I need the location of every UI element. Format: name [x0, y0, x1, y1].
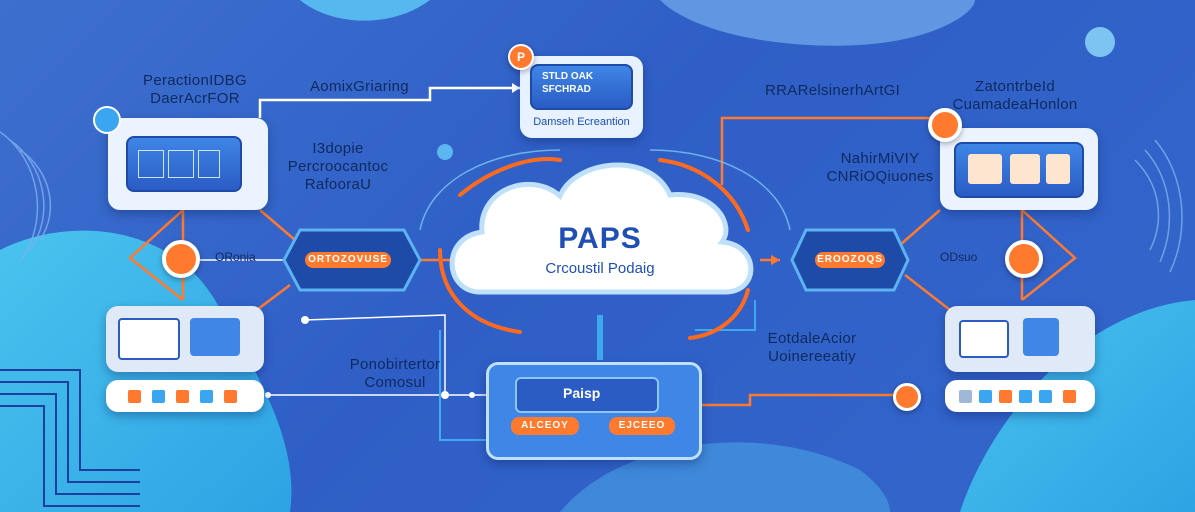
right-pill[interactable]: EROOZOQS	[815, 252, 885, 268]
info-icon	[93, 106, 121, 134]
top-center-label: AomixGriaring	[310, 78, 409, 95]
node-right-top-icon	[928, 108, 962, 142]
bottom-left-pill[interactable]: ALCEOY	[511, 417, 579, 435]
left-link-label: ORonia	[215, 250, 256, 264]
device-screen	[126, 136, 242, 192]
node-bottom-right-icon	[893, 383, 921, 411]
left-screens-card[interactable]	[106, 306, 264, 372]
node-right-icon	[1005, 240, 1043, 278]
top-box-footer: Damseh Ecreantion	[533, 116, 630, 128]
bottom-screen: Paisp	[515, 377, 659, 413]
bottom-right-pill[interactable]: EJCEEO	[609, 417, 675, 435]
bottom-center-device[interactable]: Paisp ALCEOY EJCEEO	[486, 362, 702, 460]
left-pill[interactable]: ORTOZOVUSE	[305, 252, 391, 268]
right-swatch-bar	[945, 380, 1095, 412]
node-left-icon	[162, 240, 200, 278]
cloud-subtitle: Crcoustil Podaig	[545, 260, 655, 277]
badge-p-icon: P	[508, 44, 534, 70]
right-top-center-label: RRARelsinerhArtGI	[765, 82, 901, 99]
left-swatch-bar	[106, 380, 264, 412]
cloud-title: PAPS	[558, 222, 642, 255]
left-device-card[interactable]	[108, 118, 268, 210]
right-link-label: ODsuo	[940, 250, 978, 264]
right-device-screen	[954, 142, 1084, 198]
right-device-card[interactable]	[940, 128, 1098, 210]
right-screens-card[interactable]	[945, 306, 1095, 372]
